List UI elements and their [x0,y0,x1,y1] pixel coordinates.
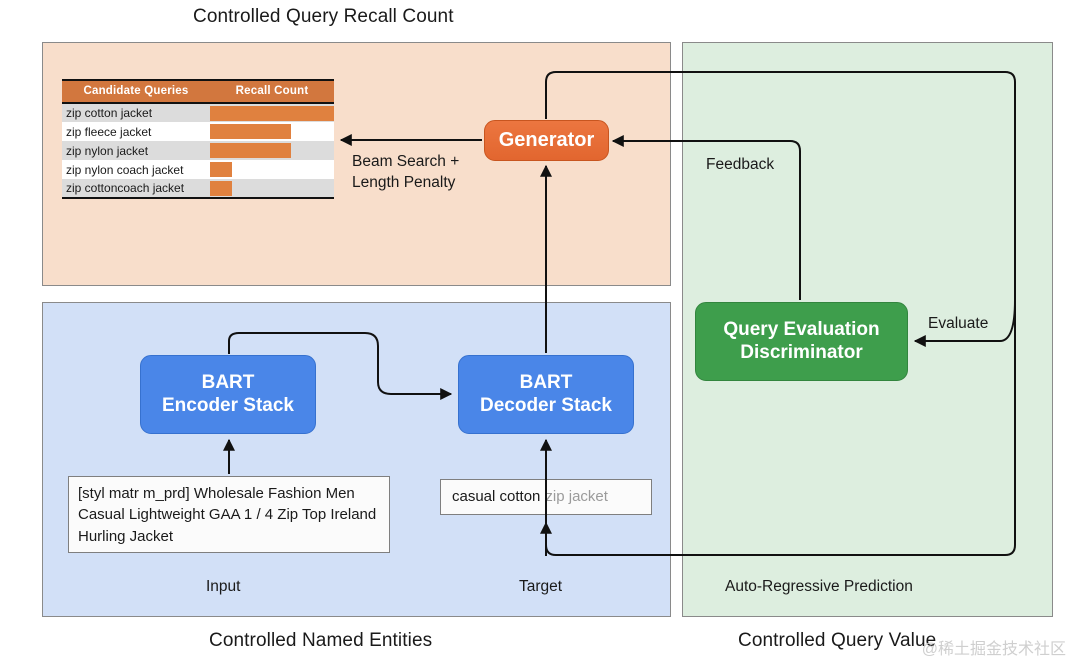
node-discriminator-label-line2: Discriminator [740,341,863,363]
node-query-evaluation-discriminator[interactable]: Query Evaluation Discriminator [695,302,908,381]
recall-count-bar [210,124,291,139]
recall-count-cell [210,103,334,122]
node-decoder-label-line1: BART [519,372,573,394]
input-text-box: [styl matr m_prd] Wholesale Fashion Men … [68,476,390,553]
node-bart-decoder-stack[interactable]: BART Decoder Stack [458,355,634,434]
candidate-query-cell: zip cotton jacket [62,103,210,122]
caption-auto-regressive-prediction: Auto-Regressive Prediction [725,578,913,595]
table-row: zip cottoncoach jacket [62,179,334,198]
node-bart-encoder-stack[interactable]: BART Encoder Stack [140,355,316,434]
table-row: zip fleece jacket [62,122,334,141]
column-header-candidate-queries: Candidate Queries [62,80,210,104]
caption-target: Target [519,578,563,595]
edge-label-evaluate: Evaluate [928,315,989,332]
node-encoder-label-line1: BART [201,372,255,394]
recall-count-bar [210,143,291,158]
target-text-predicted: zip jacket [545,488,608,506]
input-text: [styl matr m_prd] Wholesale Fashion Men … [78,485,377,545]
table-header-row: Candidate Queries Recall Count [62,80,334,104]
page-title-bottom-right: Controlled Query Value [738,630,937,651]
recall-count-bar [210,162,233,177]
recall-count-bar [210,180,233,196]
table-row: zip nylon jacket [62,141,334,160]
candidate-query-cell: zip nylon coach jacket [62,160,210,179]
table-row: zip nylon coach jacket [62,160,334,179]
edge-label-beam-line2: Length Penalty [352,173,456,191]
edge-label-feedback: Feedback [706,156,775,173]
node-discriminator-label-line1: Query Evaluation [723,319,880,341]
node-generator-label: Generator [498,128,595,151]
candidate-query-cell: zip nylon jacket [62,141,210,160]
node-decoder-label-line2: Decoder Stack [479,394,612,416]
edge-label-beam-search: Beam Search + Length Penalty [352,152,459,194]
page-title-top: Controlled Query Recall Count [193,6,454,27]
page-title-bottom-left: Controlled Named Entities [209,630,433,651]
recall-count-bar [210,105,334,121]
watermark: @稀土掘金技术社区 [921,641,1066,658]
target-text-box: casual cotton zip jacket [440,479,652,515]
recall-count-cell [210,179,334,198]
recall-count-table: Candidate Queries Recall Count zip cotto… [62,79,334,199]
edge-label-beam-line1: Beam Search + [352,153,460,170]
column-header-recall-count: Recall Count [210,80,334,104]
recall-count-cell [210,141,334,160]
recall-count-cell [210,160,334,179]
table-row: zip cotton jacket [62,103,334,122]
target-text-known: casual cotton [452,488,541,506]
recall-count-cell [210,122,334,141]
node-encoder-label-line2: Encoder Stack [162,394,294,416]
caption-input: Input [206,578,241,595]
candidate-query-cell: zip cottoncoach jacket [62,179,210,198]
candidate-query-cell: zip fleece jacket [62,122,210,141]
node-generator[interactable]: Generator [484,120,609,161]
panel-named-entities [42,302,671,617]
